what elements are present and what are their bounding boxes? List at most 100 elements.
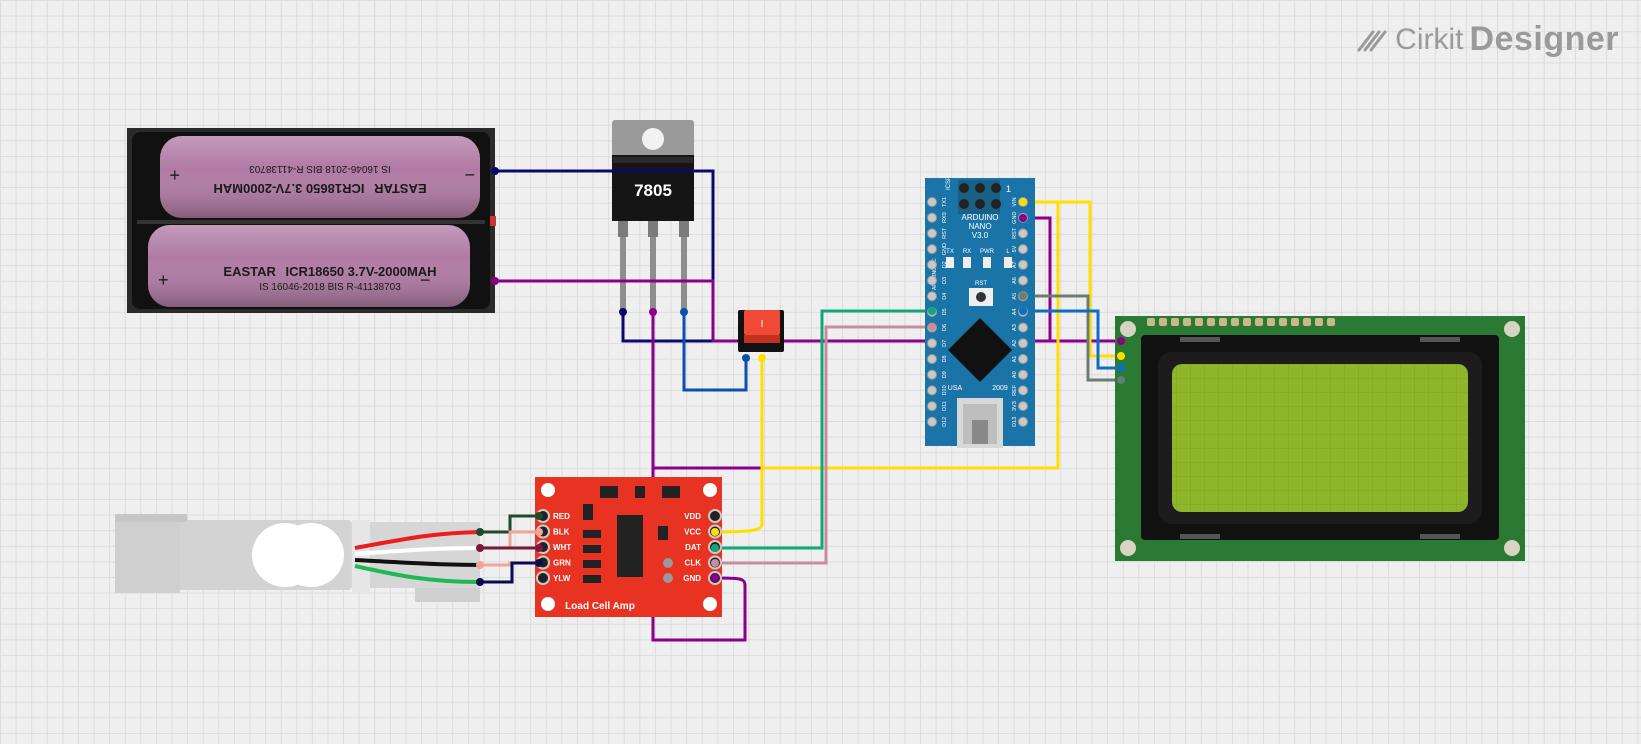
nano-pin-3v3[interactable] bbox=[1018, 401, 1028, 412]
nano-pin-rst[interactable] bbox=[927, 228, 937, 239]
mini-usb-port[interactable] bbox=[957, 398, 1003, 448]
lcd-header-pins bbox=[1147, 318, 1335, 326]
hx711-pin-vdd[interactable] bbox=[708, 509, 722, 523]
nano-label-d12: D12 bbox=[942, 417, 948, 427]
cell-bottom-brand: EASTAR bbox=[223, 264, 276, 279]
nano-label-tx1: TX1 bbox=[942, 197, 948, 207]
wire-lcd-vcc bbox=[1023, 200, 1121, 358]
nano-pin-rst[interactable] bbox=[1018, 228, 1028, 239]
pin1-label: 1 bbox=[1006, 184, 1011, 194]
load-cell[interactable] bbox=[115, 514, 481, 602]
nano-label-a6: A6 bbox=[1012, 277, 1018, 284]
nano-label-a1: A1 bbox=[1012, 356, 1018, 363]
nano-pin-a1[interactable] bbox=[1018, 354, 1028, 364]
hx711-label-wht: WHT bbox=[553, 543, 571, 552]
cell-top-std: IS 16046-2018 BIS R-41138703 bbox=[249, 163, 391, 174]
nano-pin-a7[interactable] bbox=[1018, 259, 1028, 270]
usa-label: USA bbox=[948, 385, 963, 392]
nano-label-d4: D4 bbox=[942, 293, 948, 300]
nano-label-ref: REF bbox=[1012, 384, 1018, 396]
nano-label-3v3: 3V3 bbox=[1012, 401, 1018, 411]
cell-bottom-minus: − bbox=[420, 270, 431, 290]
cell-top-spec: ICR18650 3.7V-2000MAH bbox=[213, 181, 364, 196]
nano-pin-d3[interactable] bbox=[927, 275, 937, 286]
lcd-display-i2c[interactable] bbox=[1115, 316, 1525, 561]
hx711-label-vcc: VCC bbox=[684, 528, 701, 537]
svg-text:TX: TX bbox=[946, 249, 954, 255]
nano-label-rst: RST bbox=[942, 227, 948, 239]
nano-label-d3: D3 bbox=[942, 277, 948, 284]
wire-sda bbox=[1023, 309, 1121, 370]
nano-label-a4: A4 bbox=[1012, 309, 1018, 316]
nano-pin-d13[interactable] bbox=[1018, 416, 1028, 427]
hx711-label-ylw: YLW bbox=[553, 574, 571, 583]
nano-pin-tx1[interactable] bbox=[927, 197, 937, 207]
nano-label-gnd: GND bbox=[942, 243, 948, 255]
nano-label-d8: D8 bbox=[942, 355, 948, 362]
cirkit-logo-icon bbox=[1357, 30, 1387, 51]
svg-text:PWR: PWR bbox=[980, 249, 995, 255]
mcu-chip bbox=[948, 318, 1012, 382]
nano-label-d10: D10 bbox=[942, 385, 948, 395]
nano-label-a0: A0 bbox=[1012, 371, 1018, 378]
nano-pin-d7[interactable] bbox=[927, 338, 937, 349]
nano-pin-a6[interactable] bbox=[1018, 275, 1028, 286]
nano-label-a3: A3 bbox=[1012, 324, 1018, 331]
wire-ground-main bbox=[495, 279, 1121, 343]
switch-on-mark: I bbox=[761, 319, 764, 330]
icsp-label: ICSP bbox=[946, 176, 952, 190]
nano-label-a5: A5 bbox=[1012, 293, 1018, 300]
status-leds: TX RX PWR L bbox=[946, 249, 1012, 268]
cell-top-minus: − bbox=[464, 165, 475, 185]
nano-label-5v: 5V bbox=[1012, 245, 1018, 252]
nano-pin-d12[interactable] bbox=[927, 416, 937, 427]
battery-pack[interactable]: EASTAR ICR18650 3.7V-2000MAH IS 16046-20… bbox=[127, 128, 496, 313]
cell-top-brand: EASTAR bbox=[373, 181, 426, 196]
arduino-name: ARDUINO bbox=[962, 213, 999, 222]
nano-pin-a0[interactable] bbox=[1018, 369, 1028, 380]
brand-logo: Cirkit Designer bbox=[1355, 20, 1619, 59]
nano-pin-d9[interactable] bbox=[927, 369, 937, 380]
nano-label-a7: A7 bbox=[1012, 261, 1018, 268]
nano-pin-5v[interactable] bbox=[1018, 244, 1028, 255]
arduino-site: ARDUINO.CC bbox=[932, 258, 938, 290]
wire-endpoints bbox=[476, 167, 766, 586]
nano-pin-d11[interactable] bbox=[927, 401, 937, 412]
nano-label-a2: A2 bbox=[1012, 340, 1018, 347]
battery-cell-top: EASTAR ICR18650 3.7V-2000MAH IS 16046-20… bbox=[160, 136, 480, 218]
arduino-model: NANO bbox=[968, 222, 991, 231]
brand-name-light: Cirkit bbox=[1395, 22, 1464, 56]
wire-vcc bbox=[714, 468, 764, 534]
hx711-label-gnd: GND bbox=[683, 574, 701, 583]
brand-name-bold: Designer bbox=[1469, 20, 1619, 58]
nano-pin-ref[interactable] bbox=[1018, 385, 1028, 396]
regulator-label: 7805 bbox=[634, 181, 672, 200]
nano-pin-d2[interactable] bbox=[927, 259, 937, 270]
nano-label-d11: D11 bbox=[942, 401, 948, 411]
voltage-regulator-7805[interactable]: 7805 bbox=[612, 120, 694, 313]
nano-label-d5: D5 bbox=[942, 308, 948, 315]
nano-pin-rx0[interactable] bbox=[927, 212, 937, 223]
nano-label-gnd: GND bbox=[1012, 212, 1018, 224]
reset-label: RST bbox=[975, 281, 987, 287]
nano-label-rst: RST bbox=[1012, 227, 1018, 239]
nano-label-rx0: RX0 bbox=[942, 212, 948, 223]
rocker-switch[interactable]: I bbox=[738, 310, 784, 352]
svg-text:L: L bbox=[1006, 249, 1010, 255]
nano-pin-d10[interactable] bbox=[927, 385, 937, 396]
nano-pin-a2[interactable] bbox=[1018, 338, 1028, 349]
nano-pin-a3[interactable] bbox=[1018, 322, 1028, 333]
battery-cell-bottom: EASTAR ICR18650 3.7V-2000MAH IS 16046-20… bbox=[148, 225, 470, 307]
cell-bottom-spec: ICR18650 3.7V-2000MAH bbox=[286, 264, 437, 279]
arduino-nano[interactable]: ICSP 1 ARDUINO NANO V3.0 TX RX PWR L RST… bbox=[925, 176, 1035, 448]
hx711-pin-ylw[interactable] bbox=[536, 571, 550, 585]
nano-pin-d8[interactable] bbox=[927, 354, 937, 364]
svg-text:EASTAR ICR18650 3.7V: EASTAR ICR18650 3.7V-2000MAH bbox=[213, 181, 426, 196]
hx711-title: Load Cell Amp bbox=[565, 601, 635, 612]
nano-pin-d4[interactable] bbox=[927, 291, 937, 302]
nano-pin-gnd[interactable] bbox=[927, 244, 937, 255]
